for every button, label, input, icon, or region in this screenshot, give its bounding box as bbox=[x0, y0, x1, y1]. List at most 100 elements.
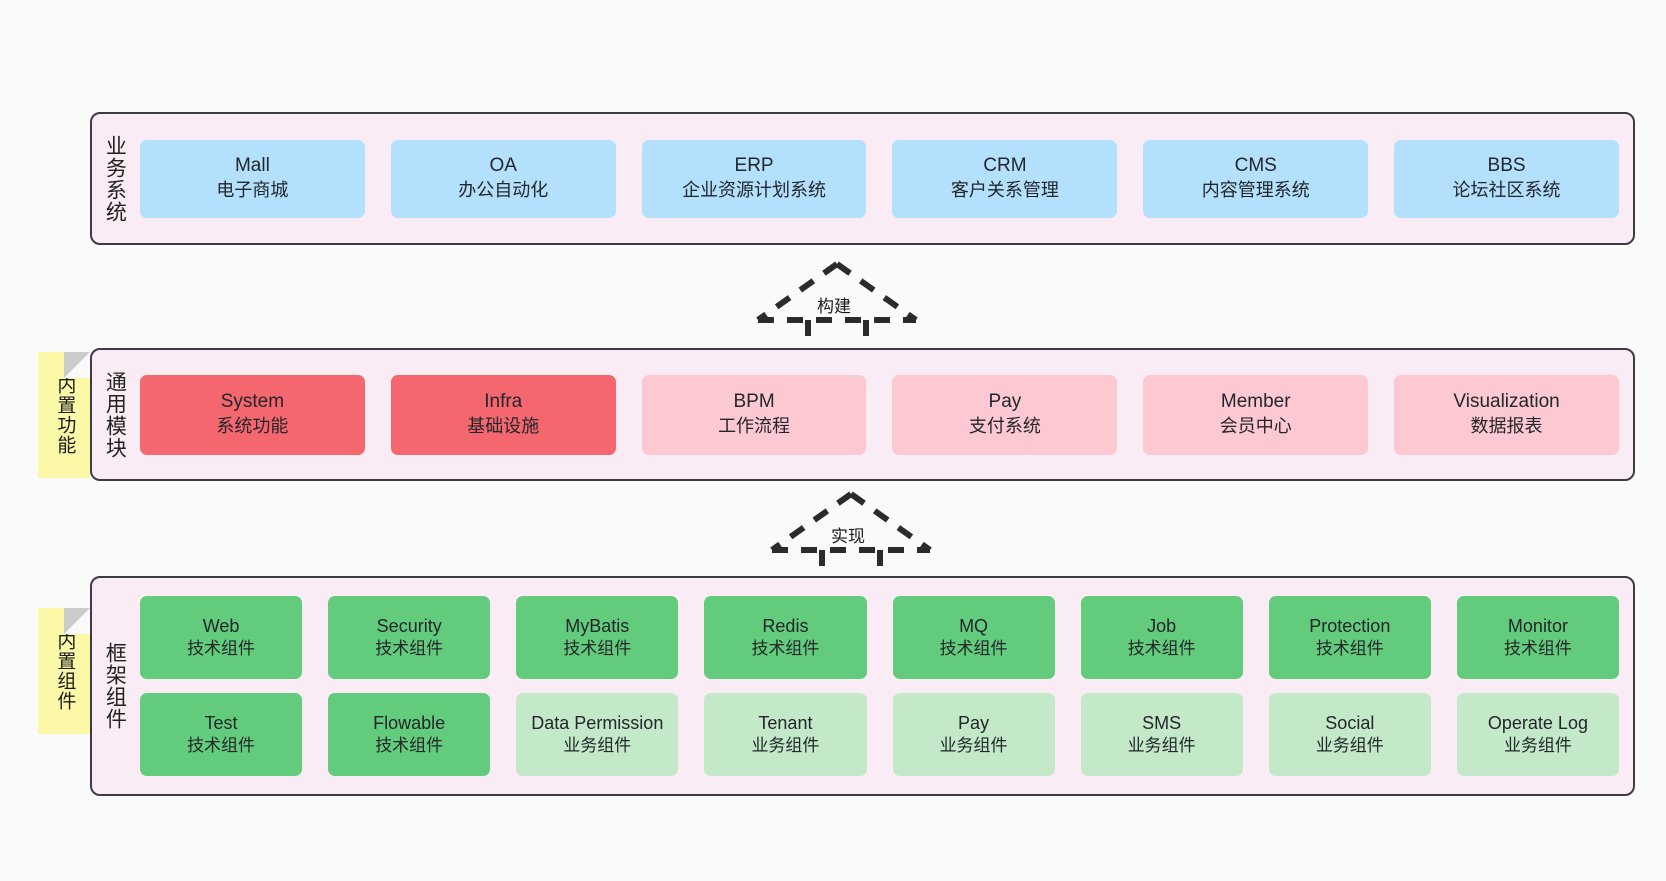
box-title: Pay bbox=[958, 712, 990, 733]
box-subtitle: 技术组件 bbox=[1315, 639, 1384, 659]
connector-build-arrow bbox=[752, 258, 922, 358]
sticky-note-builtin-features: 内置功能 bbox=[38, 352, 90, 478]
box-subtitle: 企业资源计划系统 bbox=[682, 180, 827, 201]
box-cms[interactable]: CMS 内容管理系统 bbox=[1143, 139, 1369, 218]
box-pay-module[interactable]: Pay 支付系统 bbox=[892, 374, 1118, 455]
box-title: SMS bbox=[1142, 712, 1182, 733]
box-mall[interactable]: Mall 电子商城 bbox=[140, 139, 365, 218]
box-subtitle: 支付系统 bbox=[968, 416, 1041, 437]
box-title: Mall bbox=[234, 155, 270, 177]
box-title: ERP bbox=[734, 155, 774, 177]
panel-body-common-modules: System 系统功能 Infra 基础设施 BPM 工作流程 Pay 支付系统… bbox=[136, 350, 1633, 479]
box-title: Test bbox=[204, 712, 238, 733]
box-protection[interactable]: Protection 技术组件 bbox=[1268, 596, 1431, 679]
connector-build-label: 构建 bbox=[817, 297, 851, 316]
box-title: MyBatis bbox=[565, 615, 630, 636]
box-mq[interactable]: MQ 技术组件 bbox=[892, 596, 1055, 679]
panel-label-framework-components: 框架组件 bbox=[103, 642, 127, 730]
box-sms[interactable]: SMS 业务组件 bbox=[1080, 693, 1243, 776]
box-test[interactable]: Test 技术组件 bbox=[140, 693, 303, 776]
box-title: Infra bbox=[484, 391, 523, 413]
box-member[interactable]: Member 会员中心 bbox=[1143, 374, 1369, 455]
box-job[interactable]: Job 技术组件 bbox=[1080, 596, 1243, 679]
box-subtitle: 业务组件 bbox=[939, 736, 1008, 756]
box-title: Monitor bbox=[1507, 615, 1568, 636]
box-tenant[interactable]: Tenant 业务组件 bbox=[704, 693, 867, 776]
box-title: OA bbox=[489, 155, 517, 177]
row-business-systems: Mall 电子商城 OA 办公自动化 ERP 企业资源计划系统 CRM 客户关系… bbox=[140, 139, 1619, 218]
box-subtitle: 电子商城 bbox=[216, 180, 289, 201]
box-title: Data Permission bbox=[531, 712, 664, 733]
box-subtitle: 技术组件 bbox=[375, 736, 444, 756]
box-subtitle: 系统功能 bbox=[216, 416, 289, 437]
box-bbs[interactable]: BBS 论坛社区系统 bbox=[1394, 139, 1619, 218]
box-subtitle: 技术组件 bbox=[375, 639, 444, 659]
box-title: Member bbox=[1220, 391, 1291, 413]
box-subtitle: 技术组件 bbox=[1127, 639, 1196, 659]
box-subtitle: 数据报表 bbox=[1470, 416, 1543, 437]
box-oa[interactable]: OA 办公自动化 bbox=[390, 139, 616, 218]
box-web[interactable]: Web 技术组件 bbox=[140, 596, 303, 679]
box-mybatis[interactable]: MyBatis 技术组件 bbox=[516, 596, 679, 679]
box-system[interactable]: System 系统功能 bbox=[140, 374, 365, 455]
connector-implement-label: 实现 bbox=[831, 527, 865, 546]
box-flowable[interactable]: Flowable 技术组件 bbox=[328, 693, 491, 776]
panel-label-common-modules: 通用模块 bbox=[103, 370, 127, 459]
box-title: System bbox=[220, 391, 285, 413]
box-title: Protection bbox=[1309, 615, 1391, 636]
box-subtitle: 基础设施 bbox=[467, 416, 540, 437]
box-subtitle: 会员中心 bbox=[1219, 416, 1292, 437]
box-title: BPM bbox=[733, 391, 775, 413]
box-bpm[interactable]: BPM 工作流程 bbox=[641, 374, 867, 455]
box-infra[interactable]: Infra 基础设施 bbox=[390, 374, 616, 455]
connector-implement-arrow bbox=[766, 488, 936, 588]
box-title: Redis bbox=[762, 615, 809, 636]
panel-body-framework-components: Web 技术组件 Security 技术组件 MyBatis 技术组件 Redi… bbox=[136, 578, 1633, 794]
box-subtitle: 办公自动化 bbox=[458, 180, 549, 201]
generalization-arrow-icon bbox=[770, 491, 932, 583]
box-subtitle: 工作流程 bbox=[718, 416, 791, 437]
box-title: Visualization bbox=[1453, 391, 1560, 413]
box-subtitle: 业务组件 bbox=[751, 736, 820, 756]
box-subtitle: 技术组件 bbox=[1503, 639, 1572, 659]
box-subtitle: 技术组件 bbox=[563, 639, 632, 659]
box-title: Social bbox=[1325, 712, 1375, 733]
box-subtitle: 业务组件 bbox=[1315, 736, 1384, 756]
box-subtitle: 业务组件 bbox=[563, 736, 632, 756]
box-visualization[interactable]: Visualization 数据报表 bbox=[1394, 374, 1619, 455]
box-erp[interactable]: ERP 企业资源计划系统 bbox=[641, 139, 867, 218]
box-subtitle: 技术组件 bbox=[187, 639, 256, 659]
box-subtitle: 客户关系管理 bbox=[950, 180, 1059, 201]
box-title: CRM bbox=[983, 155, 1027, 177]
box-subtitle: 技术组件 bbox=[751, 639, 820, 659]
box-data-permission[interactable]: Data Permission 业务组件 bbox=[516, 693, 679, 776]
box-subtitle: 业务组件 bbox=[1503, 736, 1572, 756]
box-subtitle: 技术组件 bbox=[187, 736, 256, 756]
box-title: Security bbox=[376, 615, 442, 636]
panel-framework-components: 框架组件 Web 技术组件 Security 技术组件 MyBatis 技术组件… bbox=[90, 576, 1635, 796]
box-subtitle: 论坛社区系统 bbox=[1452, 180, 1561, 201]
generalization-arrow-icon bbox=[756, 261, 918, 353]
box-security[interactable]: Security 技术组件 bbox=[328, 596, 491, 679]
row-tech-components: Web 技术组件 Security 技术组件 MyBatis 技术组件 Redi… bbox=[140, 596, 1619, 679]
box-monitor[interactable]: Monitor 技术组件 bbox=[1456, 596, 1619, 679]
box-subtitle: 业务组件 bbox=[1127, 736, 1196, 756]
box-title: BBS bbox=[1487, 155, 1526, 177]
row-common-modules: System 系统功能 Infra 基础设施 BPM 工作流程 Pay 支付系统… bbox=[140, 374, 1619, 455]
row-business-components: Test 技术组件 Flowable 技术组件 Data Permission … bbox=[140, 693, 1619, 776]
box-subtitle: 技术组件 bbox=[939, 639, 1008, 659]
box-operate-log[interactable]: Operate Log 业务组件 bbox=[1456, 693, 1619, 776]
panel-body-business-systems: Mall 电子商城 OA 办公自动化 ERP 企业资源计划系统 CRM 客户关系… bbox=[136, 114, 1633, 243]
box-pay-component[interactable]: Pay 业务组件 bbox=[892, 693, 1055, 776]
box-subtitle: 内容管理系统 bbox=[1201, 180, 1310, 201]
box-redis[interactable]: Redis 技术组件 bbox=[704, 596, 867, 679]
box-crm[interactable]: CRM 客户关系管理 bbox=[892, 139, 1118, 218]
box-title: Tenant bbox=[758, 712, 813, 733]
box-title: Web bbox=[202, 615, 240, 636]
box-social[interactable]: Social 业务组件 bbox=[1268, 693, 1431, 776]
box-title: Operate Log bbox=[1487, 712, 1588, 733]
box-title: Flowable bbox=[373, 712, 446, 733]
box-title: Job bbox=[1147, 615, 1177, 636]
box-title: Pay bbox=[988, 391, 1022, 413]
